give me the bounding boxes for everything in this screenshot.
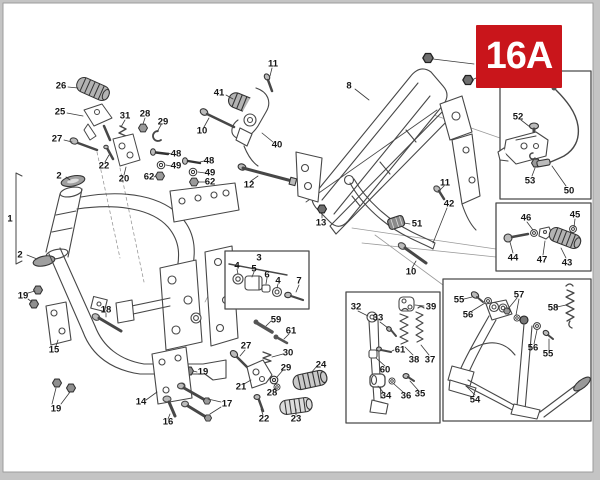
inset-box-side-stand [345, 291, 441, 424]
inset-side-stand-parts [366, 296, 425, 415]
pedal-parts [229, 319, 329, 416]
inset-boxes [224, 70, 592, 424]
inset-box-seat-lock [499, 70, 592, 200]
section-code-badge: 16A [476, 25, 562, 88]
right-footrest-parts [199, 73, 323, 203]
rear-subframe-drawing [305, 52, 481, 235]
stand-link-parts [316, 174, 446, 265]
leader-lines [26, 58, 576, 420]
left-footrest-parts [69, 74, 162, 167]
inset-bumper-kit-parts [228, 263, 305, 302]
inset-center-stand-parts [447, 283, 591, 420]
inset-box-center-stand [442, 278, 592, 422]
main-frame-drawing [15, 172, 240, 422]
inset-passenger-footpeg-parts [503, 225, 584, 251]
inset-seat-lock-parts [497, 85, 580, 168]
fastener-sets [150, 148, 202, 187]
